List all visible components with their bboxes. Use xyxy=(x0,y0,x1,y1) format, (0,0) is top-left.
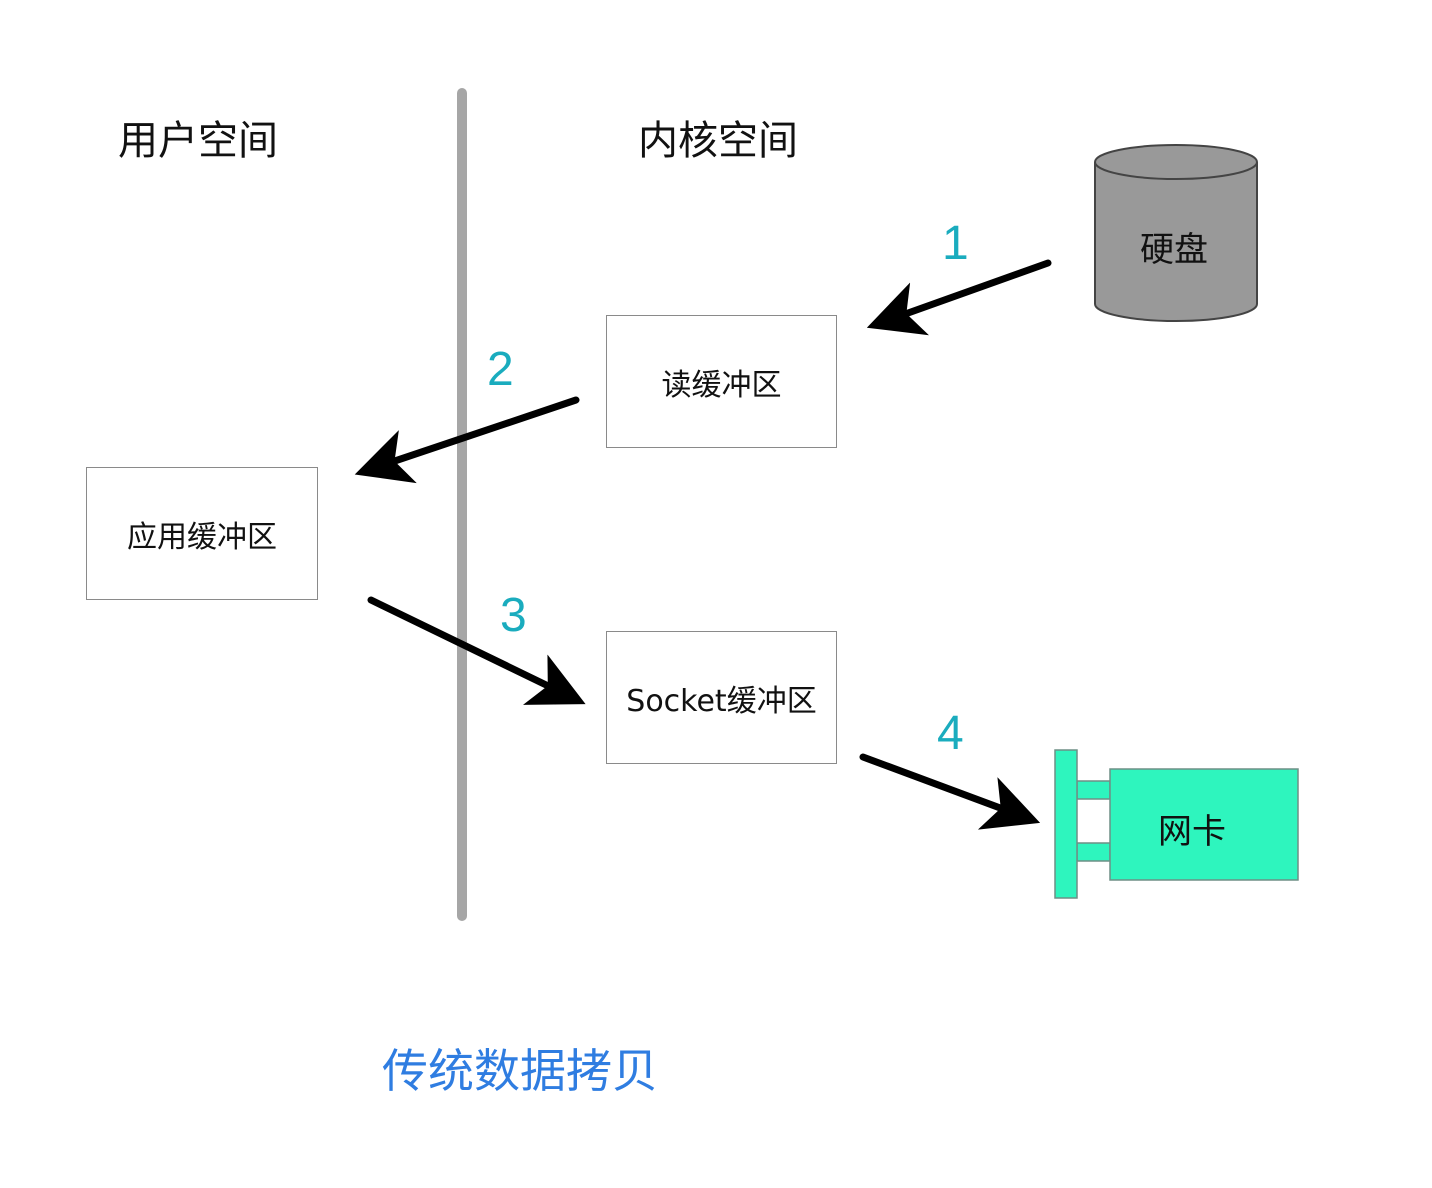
disk-icon xyxy=(1094,144,1258,322)
kernel-space-label: 内核空间 xyxy=(638,118,798,164)
arrow-step-2 xyxy=(354,396,580,484)
socket-buffer-box: Socket缓冲区 xyxy=(606,631,837,764)
socket-buffer-label: Socket缓冲区 xyxy=(626,683,817,719)
arrow-step-3 xyxy=(367,596,586,705)
step-number-2: 2 xyxy=(487,343,514,396)
arrow-step-1 xyxy=(866,259,1052,336)
user-space-label: 用户空间 xyxy=(118,118,278,164)
disk-label: 硬盘 xyxy=(1140,230,1208,270)
network-card-icon xyxy=(1054,749,1299,899)
app-buffer-box: 应用缓冲区 xyxy=(86,467,318,600)
diagram-caption: 传统数据拷贝 xyxy=(382,1044,658,1098)
app-buffer-label: 应用缓冲区 xyxy=(127,519,277,555)
step-number-4: 4 xyxy=(937,707,964,760)
step-number-1: 1 xyxy=(942,217,969,270)
step-number-3: 3 xyxy=(500,589,527,642)
read-buffer-label: 读缓冲区 xyxy=(661,367,782,403)
arrow-step-4 xyxy=(859,753,1041,830)
network-card-label: 网卡 xyxy=(1158,812,1226,852)
read-buffer-box: 读缓冲区 xyxy=(606,315,837,448)
